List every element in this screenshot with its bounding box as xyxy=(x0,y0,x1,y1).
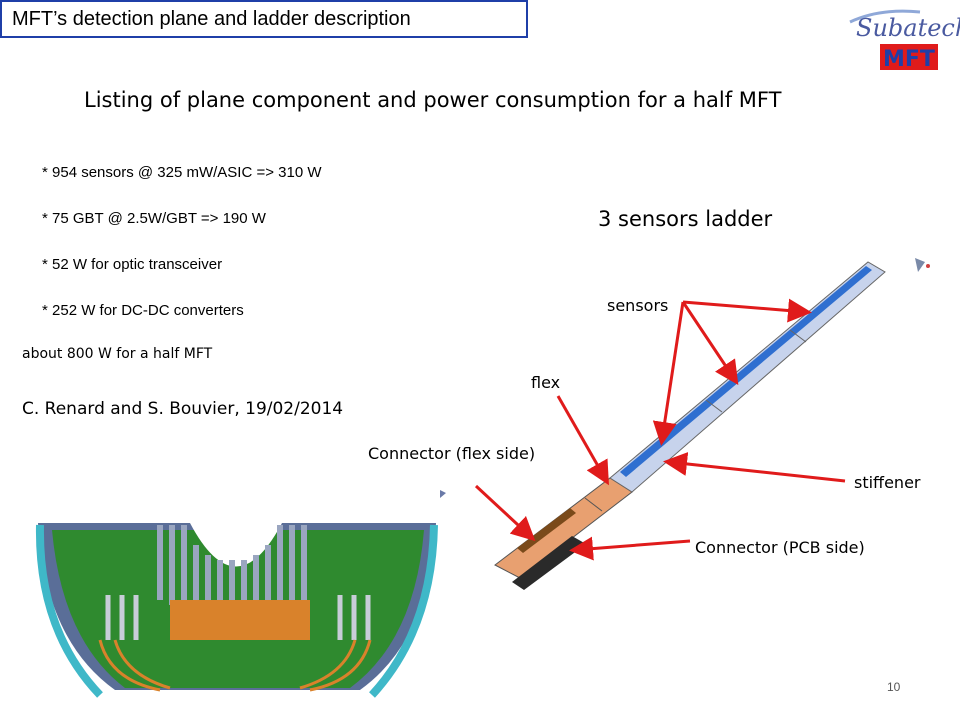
list-item: * 75 GBT @ 2.5W/GBT => 190 W xyxy=(42,210,266,227)
annotation-arrows xyxy=(474,298,846,561)
list-item: * 954 sensors @ 325 mW/ASIC => 310 W xyxy=(42,164,322,181)
ladder-title: 3 sensors ladder xyxy=(598,207,773,231)
list-item: * 252 W for DC-DC converters xyxy=(42,302,244,319)
subatech-logo: Subatech xyxy=(849,9,960,42)
author-credit: C. Renard and S. Bouvier, 19/02/2014 xyxy=(22,399,344,419)
decorative-marks xyxy=(440,258,930,498)
connector-flex-label: Connector (flex side) xyxy=(368,444,536,463)
flex-label: flex xyxy=(531,373,561,392)
subatech-logo-text: Subatech xyxy=(856,14,960,42)
arrow-sensor-top xyxy=(682,298,812,323)
half-disk-illustration xyxy=(35,523,438,698)
arrow-sensor-middle xyxy=(681,301,739,385)
section-heading: Listing of plane component and power con… xyxy=(84,88,782,112)
arrow-connector-pcb xyxy=(569,536,691,561)
list-item: * 52 W for optic transceiver xyxy=(42,256,223,273)
arrow-connector-flex xyxy=(474,484,536,542)
power-list: * 954 sensors @ 325 mW/ASIC => 310 W * 7… xyxy=(42,163,322,347)
mft-logo: MFT xyxy=(880,44,938,72)
arrow-stiffener xyxy=(663,452,846,483)
stiffener-label: stiffener xyxy=(854,473,921,492)
page-number: 10 xyxy=(887,680,901,694)
power-summary: about 800 W for a half MFT xyxy=(22,346,213,362)
arrow-sensor-bottom xyxy=(652,301,685,446)
mft-logo-text: MFT xyxy=(883,47,935,72)
connector-pcb-label: Connector (PCB side) xyxy=(695,538,865,557)
slide-title: MFT’s detection plane and ladder descrip… xyxy=(0,0,528,38)
arrow-flex xyxy=(556,395,609,486)
sensors-label: sensors xyxy=(607,296,669,315)
